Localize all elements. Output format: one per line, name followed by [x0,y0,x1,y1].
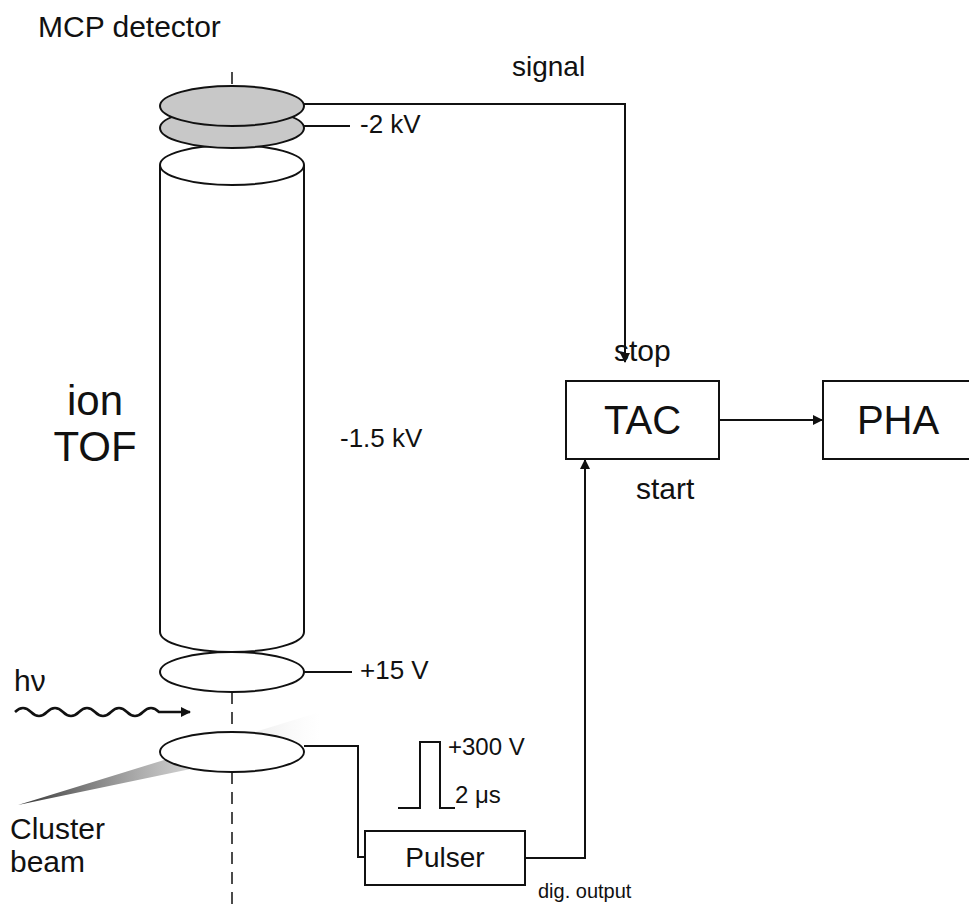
section-name: ion TOF [40,378,150,470]
box-text: Pulser [405,842,484,874]
photon-symbol: hν [14,664,46,697]
signal-wire [304,104,625,362]
pulse-amplitude: +300 V [448,734,525,760]
detector-name: MCP detector [38,10,221,43]
pulse-shape [398,742,455,808]
pulser-wire [304,746,364,857]
pulse-width: 2 μs [455,782,501,808]
pha-box: PHA [822,380,969,460]
tof-tube-top [160,145,304,185]
pulser-box: Pulser [364,830,526,886]
port-name: start [636,472,694,505]
box-text: TAC [604,398,681,443]
voltage-label: +15 V [360,656,429,685]
tac-box: TAC [565,380,720,460]
lead-wire [304,125,350,127]
box-text: PHA [857,398,939,443]
port-name: dig. output [538,880,631,902]
lead-wire [304,671,352,673]
port-name: stop [614,334,671,367]
voltage-label: -2 kV [360,110,421,139]
voltage-label: -1.5 kV [340,424,422,453]
connector-arrow [720,419,822,421]
connector-arrow [526,460,585,858]
photon-wave [15,708,190,716]
extraction-ring [160,652,304,692]
cluster-beam [18,712,320,805]
signal-name: signal [512,52,585,83]
mcp-plate [160,86,304,126]
pulsed-electrode [160,732,304,772]
tof-tube [160,165,304,652]
beam-name: Cluster beam [10,812,140,878]
